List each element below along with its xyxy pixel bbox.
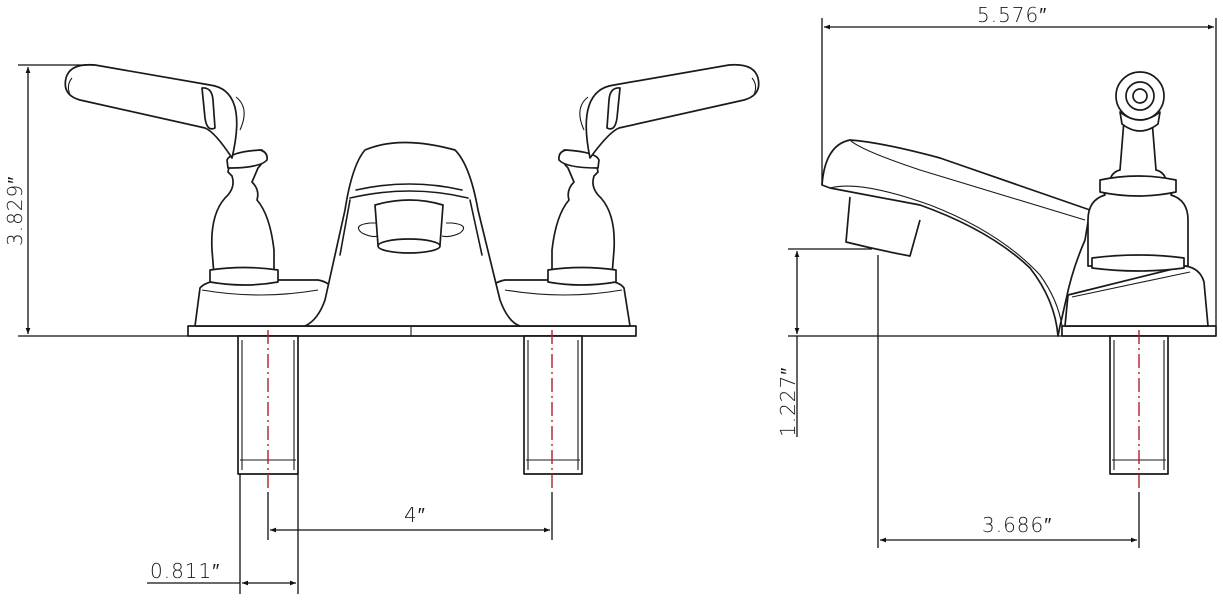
dimension-label-height: 3.829″ [3,176,27,246]
right-shank [523,330,583,492]
side-spout [821,139,1091,337]
dimension-label-reach: 3.686″ [982,513,1052,537]
left-handle [64,63,279,286]
dimension-label-spread: 4″ [404,503,426,527]
dimension-label-shank: 0.811″ [150,559,220,583]
left-shank [237,330,299,492]
dimension-center-spread: 4″ [267,492,553,540]
side-deck-plate [1061,265,1217,337]
side-view: 5.576″ 1.227″ 3.686″ [776,3,1217,548]
right-handle [547,63,760,286]
dimension-shank-diameter: 0.811″ [147,474,299,594]
side-handle [1087,71,1189,272]
side-shank [1109,330,1169,492]
center-spout [304,141,521,327]
dimension-spout-clearance: 1.227″ [776,248,1062,437]
dimension-overall-height: 3.829″ [3,64,188,337]
dimension-label-clearance: 1.227″ [776,367,800,437]
dimension-spout-reach: 3.686″ [877,255,1140,548]
dimension-overall-depth: 5.576″ [821,3,1217,326]
dimension-label-depth: 5.576″ [977,3,1047,27]
front-view: 3.829″ 4″ 0.811″ [3,63,760,594]
